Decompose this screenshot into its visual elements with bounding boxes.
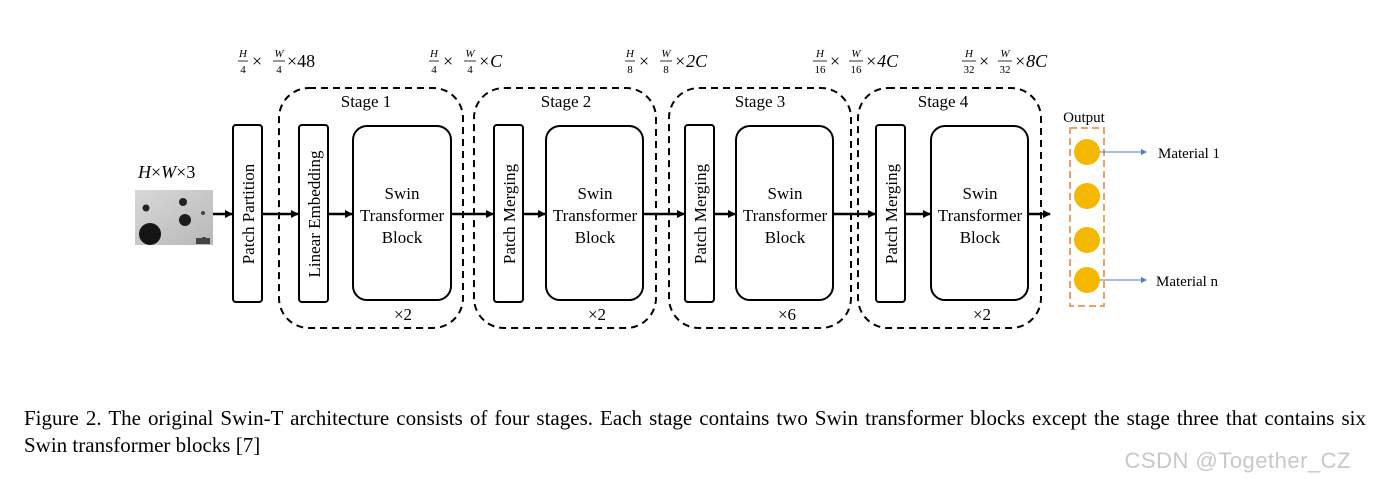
svg-text:H: H bbox=[238, 48, 248, 60]
stage-2-title: Stage 2 bbox=[541, 92, 592, 111]
stage-4-title: Stage 4 bbox=[918, 92, 969, 111]
input-image bbox=[135, 190, 213, 245]
svg-text:8: 8 bbox=[627, 64, 633, 76]
stage-4-repeat: ×2 bbox=[973, 305, 991, 324]
svg-text:16: 16 bbox=[815, 64, 827, 76]
stage-4: Stage 4 Patch Merging Swin Transformer B… bbox=[857, 87, 1042, 329]
svg-text:Block: Block bbox=[960, 228, 1001, 247]
dim-label-4: H 32 × W 32 ×8C bbox=[962, 48, 1048, 76]
output-node-3 bbox=[1074, 227, 1100, 253]
svg-text:4: 4 bbox=[276, 64, 282, 76]
svg-text:×: × bbox=[639, 51, 649, 71]
stage-3-repeat: ×6 bbox=[778, 305, 796, 324]
svg-text:×: × bbox=[979, 51, 989, 71]
svg-text:×: × bbox=[252, 51, 262, 71]
stage-1-border bbox=[278, 87, 464, 329]
svg-text:H: H bbox=[964, 48, 974, 60]
dim-label-2: H 8 × W 8 ×2C bbox=[625, 48, 708, 76]
stage-1-repeat: ×2 bbox=[394, 305, 412, 324]
svg-text:Transformer: Transformer bbox=[553, 206, 638, 225]
stage-2-repeat: ×2 bbox=[588, 305, 606, 324]
svg-text:W: W bbox=[661, 48, 671, 60]
svg-text:×: × bbox=[830, 51, 840, 71]
svg-text:4: 4 bbox=[240, 64, 246, 76]
stage-3-first-block: Patch Merging bbox=[691, 163, 710, 264]
stage-3: Stage 3 Patch Merging Swin Transformer B… bbox=[668, 87, 852, 329]
svg-text:×2C: ×2C bbox=[674, 51, 708, 71]
output-border bbox=[1069, 127, 1105, 307]
stage-1-first-block: Linear Embedding bbox=[305, 150, 324, 277]
svg-text:×: × bbox=[443, 51, 453, 71]
dim-label-3: H 16 × W 16 ×4C bbox=[813, 48, 899, 76]
svg-text:W: W bbox=[1000, 48, 1010, 60]
svg-text:Transformer: Transformer bbox=[938, 206, 1023, 225]
svg-text:H: H bbox=[625, 48, 635, 60]
svg-text:32: 32 bbox=[1000, 64, 1011, 76]
svg-text:Transformer: Transformer bbox=[360, 206, 445, 225]
stage-2-border bbox=[473, 87, 657, 329]
svg-text:×4C: ×4C bbox=[865, 51, 899, 71]
svg-text:×C: ×C bbox=[478, 51, 503, 71]
svg-text:Patch Partition: Patch Partition bbox=[239, 163, 258, 264]
svg-text:H: H bbox=[429, 48, 439, 60]
svg-text:Block: Block bbox=[765, 228, 806, 247]
stage-2-first-block: Patch Merging bbox=[500, 163, 519, 264]
svg-text:32: 32 bbox=[964, 64, 975, 76]
stage-4-first-block: Patch Merging bbox=[882, 163, 901, 264]
svg-text:Swin: Swin bbox=[385, 184, 420, 203]
svg-text:×48: ×48 bbox=[287, 51, 315, 71]
stage-3-border bbox=[668, 87, 852, 329]
svg-text:Swin: Swin bbox=[963, 184, 998, 203]
svg-text:4: 4 bbox=[467, 64, 473, 76]
stage-2: Stage 2 Patch Merging Swin Transformer B… bbox=[473, 87, 657, 329]
svg-text:W: W bbox=[465, 48, 475, 60]
svg-text:Block: Block bbox=[382, 228, 423, 247]
svg-text:Transformer: Transformer bbox=[743, 206, 828, 225]
svg-text:Swin: Swin bbox=[768, 184, 803, 203]
watermark: CSDN @Together_CZ bbox=[1124, 448, 1351, 473]
stage-1-title: Stage 1 bbox=[341, 92, 392, 111]
svg-text:8: 8 bbox=[663, 64, 669, 76]
output-label-material-n: Material n bbox=[1156, 274, 1219, 290]
swin-architecture-diagram: H×W×3 H 4 × W 4 ×48 H 4 × W bbox=[135, 48, 1220, 329]
stage-3-title: Stage 3 bbox=[735, 92, 786, 111]
dim-label-0: H 4 × W 4 ×48 bbox=[238, 48, 315, 76]
figure-caption: Figure 2. The original Swin-T architectu… bbox=[24, 406, 1366, 457]
svg-text:4: 4 bbox=[431, 64, 437, 76]
svg-text:H: H bbox=[815, 48, 825, 60]
stage-4-border bbox=[857, 87, 1042, 329]
output-section: Output Material 1 Material n bbox=[1063, 110, 1220, 307]
svg-text:W: W bbox=[274, 48, 284, 60]
output-label-material-1: Material 1 bbox=[1158, 146, 1220, 162]
input-dim-label: H×W×3 bbox=[137, 162, 195, 182]
svg-text:W: W bbox=[851, 48, 861, 60]
stage-1: Stage 1 Linear Embedding Swin Transforme… bbox=[278, 87, 464, 329]
output-title: Output bbox=[1063, 110, 1106, 126]
svg-text:16: 16 bbox=[851, 64, 863, 76]
svg-text:×8C: ×8C bbox=[1014, 51, 1048, 71]
svg-text:Block: Block bbox=[575, 228, 616, 247]
output-node-1 bbox=[1074, 139, 1100, 165]
patch-partition-block: Patch Partition bbox=[232, 124, 263, 303]
dim-label-1: H 4 × W 4 ×C bbox=[429, 48, 503, 76]
output-node-4 bbox=[1074, 267, 1100, 293]
output-node-2 bbox=[1074, 183, 1100, 209]
svg-text:Swin: Swin bbox=[578, 184, 613, 203]
